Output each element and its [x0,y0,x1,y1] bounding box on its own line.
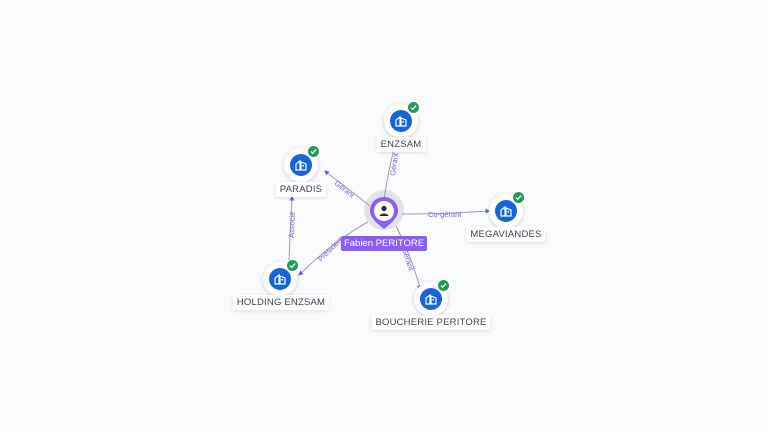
edge-label-megaviandes: Co-gérant [428,210,462,219]
building-icon [495,200,517,222]
building-icon [269,268,291,290]
person-name-label[interactable]: Fabien PERITORE [341,236,427,251]
company-node-megaviandes[interactable] [489,191,525,228]
building-icon [420,288,442,310]
company-label-enzsam[interactable]: ENZSAM [376,137,426,152]
company-node-paradis[interactable] [284,145,320,182]
edge-label-paradis: Gérant [333,178,357,200]
company-label-holding-enzsam[interactable]: HOLDING ENZSAM [232,295,330,310]
building-icon [290,154,312,176]
company-node-enzsam[interactable] [384,101,420,138]
company-label-paradis[interactable]: PARADIS [275,182,327,197]
company-node-holding-enzsam[interactable] [263,259,299,296]
verified-check-icon [437,279,450,292]
building-icon [390,110,412,132]
company-label-megaviandes[interactable]: MEGAVIANDES [466,227,546,242]
verified-check-icon [407,101,420,114]
edge-label-enzsam: Gérant [388,151,400,176]
verified-check-icon [512,191,525,204]
edge-holding [298,221,369,276]
edge-paradis [324,170,371,207]
edge-label-holding-paradis: Associé [287,212,297,239]
edge-boucherie [395,225,422,291]
edge-holding-paradis [288,195,295,263]
person-pin-icon [370,197,398,229]
edge-megaviandes [401,208,491,215]
company-node-boucherie-peritore[interactable] [414,279,450,316]
verified-check-icon [286,259,299,272]
verified-check-icon [307,145,320,158]
person-node[interactable] [369,196,399,230]
company-label-boucherie-peritore[interactable]: BOUCHERIE PERITORE [371,315,491,330]
